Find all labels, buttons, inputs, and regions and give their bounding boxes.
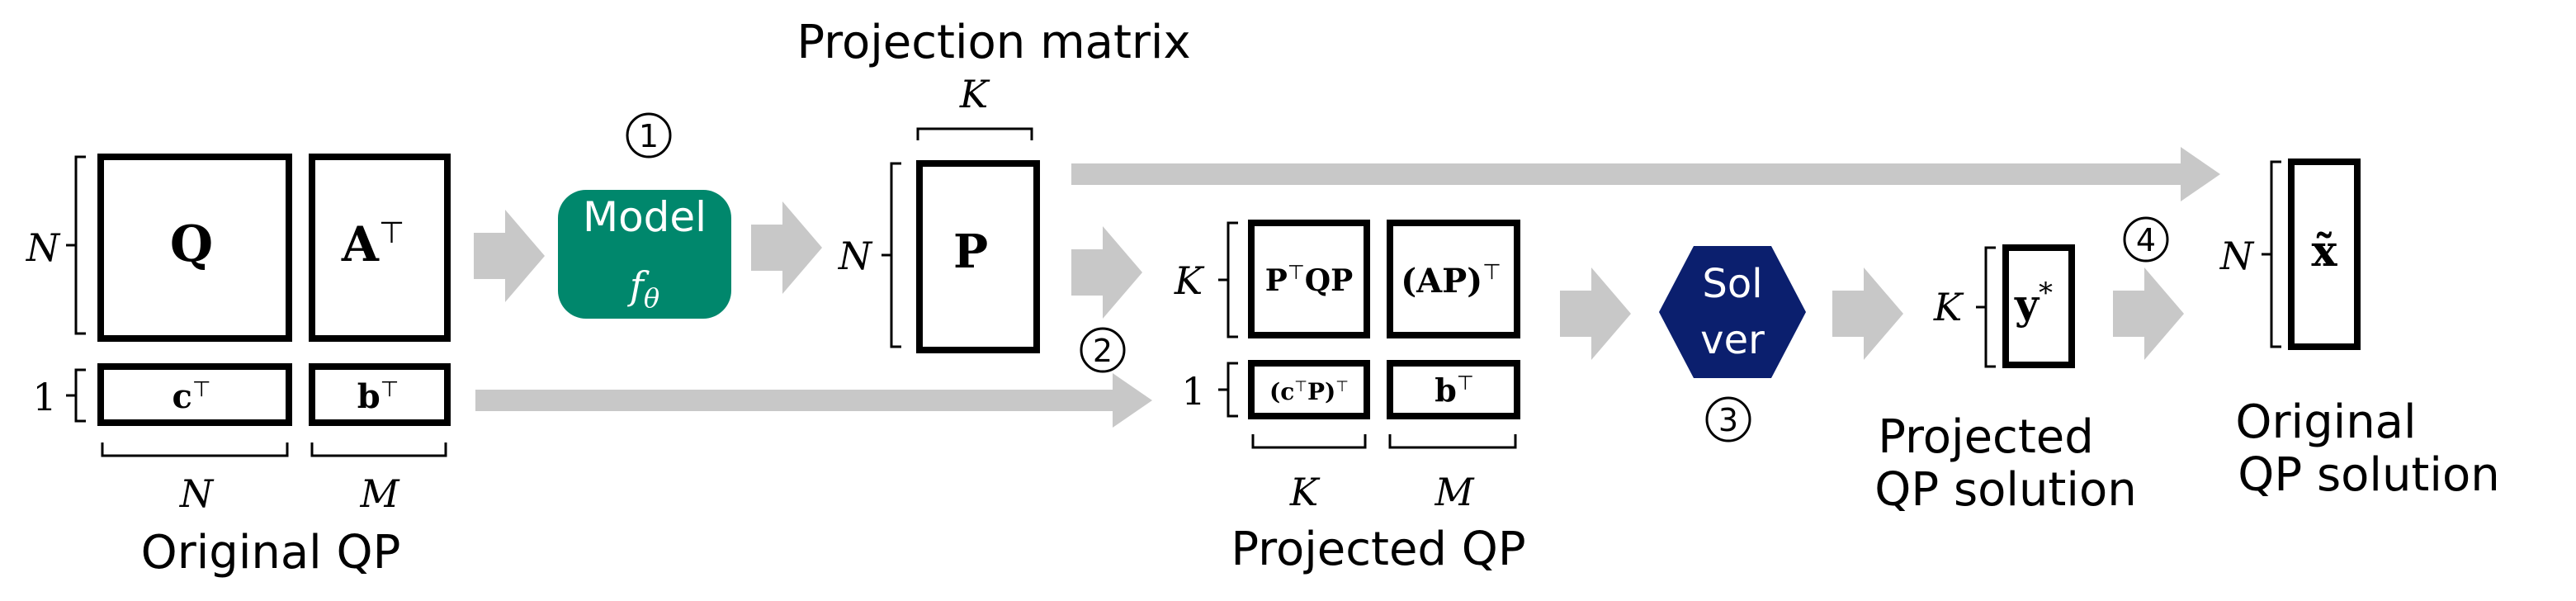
matrix-AP-sup: ⊤ xyxy=(1482,260,1501,285)
projected-one-bracket xyxy=(1218,362,1238,418)
matrix-PtQP-label: P⊤QP xyxy=(1265,261,1353,298)
original-qp-caption: Original QP xyxy=(141,526,401,580)
projected-bottom-right-bracket xyxy=(1388,434,1517,449)
projected-solution-bracket xyxy=(1976,246,1996,368)
matrix-PtQP xyxy=(1248,220,1370,338)
vector-b-projected-label: b⊤ xyxy=(1435,371,1473,409)
vector-cP-sup2: ⊤ xyxy=(1335,378,1349,395)
vector-c-label: c⊤ xyxy=(172,377,210,416)
matrix-PtQP-sup: ⊤ xyxy=(1288,261,1305,284)
step-3-label: 3 xyxy=(1718,402,1738,438)
original-solution-bracket xyxy=(2262,160,2281,348)
vector-y-star xyxy=(2002,244,2075,368)
step-2-label: 2 xyxy=(1093,333,1113,369)
projected-bottom-right-label: M xyxy=(1434,470,1475,514)
solver-label-line1: Sol xyxy=(1702,261,1762,307)
vector-cP-transpose xyxy=(1248,360,1370,419)
vector-cP-label: (c⊤P)⊤ xyxy=(1269,378,1349,405)
arrow-c-b-to-projected-qp xyxy=(475,373,1152,428)
vector-b-sup: ⊤ xyxy=(380,377,399,402)
projected-rows-bracket xyxy=(1218,221,1238,338)
projection-rows-label: N xyxy=(838,234,873,278)
matrix-P-label: P xyxy=(953,225,988,279)
vector-b-transpose xyxy=(309,363,451,426)
step-1-label: 1 xyxy=(639,118,659,154)
step-1-circle xyxy=(626,112,672,159)
arrow-model-to-projection xyxy=(751,201,822,294)
matrix-Q-label: Q xyxy=(170,215,213,273)
solver-label-line2: ver xyxy=(1700,317,1765,363)
projected-bottom-left-label: K xyxy=(1289,470,1321,514)
step-2-circle xyxy=(1080,327,1126,373)
step-3-circle xyxy=(1705,396,1751,442)
projected-bottom-left-bracket xyxy=(1251,434,1367,449)
step-4-circle xyxy=(2123,216,2169,263)
matrix-Q xyxy=(97,154,292,342)
arrow-original-to-model xyxy=(474,210,545,302)
arrow-projection-to-original-solution xyxy=(1071,147,2220,201)
matrix-P xyxy=(916,160,1040,353)
vector-y-sup: * xyxy=(2039,277,2053,310)
arrow-projected-to-original-solution xyxy=(2113,267,2184,360)
model-function-sub: θ xyxy=(644,282,659,314)
original-solution-caption-1: Original xyxy=(2235,395,2416,449)
vector-cP-sup1: ⊤ xyxy=(1294,378,1307,395)
projected-solution-caption-2: QP solution xyxy=(1874,463,2136,517)
vector-x-tilde xyxy=(2288,159,2361,350)
original-solution-caption-2: QP solution xyxy=(2238,448,2499,502)
original-one-bracket xyxy=(66,368,86,423)
projected-qp-caption: Projected QP xyxy=(1231,523,1525,576)
original-solution-rows-label: N xyxy=(2219,234,2255,278)
original-one-label: 1 xyxy=(32,375,56,419)
matrix-AP-label: (AP)⊤ xyxy=(1401,260,1501,300)
original-bottom-right-bracket xyxy=(310,442,447,457)
arrow-projection-to-projected-qp xyxy=(1071,226,1142,319)
matrix-AP-transpose xyxy=(1387,220,1520,338)
projected-one-label: 1 xyxy=(1181,369,1205,414)
arrow-solver-to-projected-solution xyxy=(1832,267,1903,360)
vector-b-projected-sup: ⊤ xyxy=(1457,371,1474,395)
matrix-A-label: A⊤ xyxy=(341,216,404,272)
original-rows-bracket xyxy=(66,155,86,335)
projection-top-label: K xyxy=(959,72,990,116)
arrow-projected-qp-to-solver xyxy=(1560,267,1631,360)
solver-hexagon xyxy=(1659,246,1806,378)
original-rows-label: N xyxy=(26,225,61,270)
original-bottom-left-label: N xyxy=(179,471,215,516)
matrix-A-transpose xyxy=(309,154,451,342)
vector-y-label: y* xyxy=(2014,277,2053,329)
model-label: Model xyxy=(583,193,707,241)
vector-x-label: x̃ xyxy=(2311,226,2337,277)
model-box xyxy=(558,190,731,319)
vector-c-transpose xyxy=(97,363,292,426)
step-4-label: 4 xyxy=(2136,222,2156,258)
projection-rows-bracket xyxy=(882,162,901,348)
original-bottom-right-label: M xyxy=(359,471,400,516)
projected-solution-caption-1: Projected xyxy=(1878,410,2094,464)
projection-top-bracket xyxy=(916,127,1033,140)
original-bottom-left-bracket xyxy=(101,442,289,457)
vector-b-label: b⊤ xyxy=(357,377,399,416)
vector-c-sup: ⊤ xyxy=(192,377,211,402)
projected-rows-label: K xyxy=(1174,258,1205,303)
projection-title: Projection matrix xyxy=(796,16,1190,69)
matrix-A-sup: ⊤ xyxy=(379,216,404,250)
vector-b-transpose-projected xyxy=(1387,360,1520,419)
projected-solution-rows-label: K xyxy=(1933,285,1964,329)
